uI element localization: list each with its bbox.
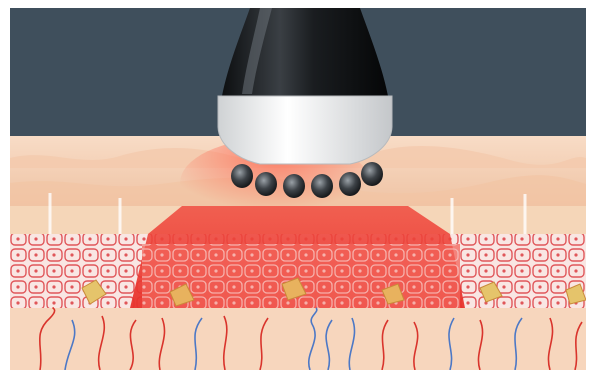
device-head	[218, 96, 392, 164]
lower-dermis	[10, 308, 586, 370]
skin-cross-section-illustration	[10, 8, 586, 370]
